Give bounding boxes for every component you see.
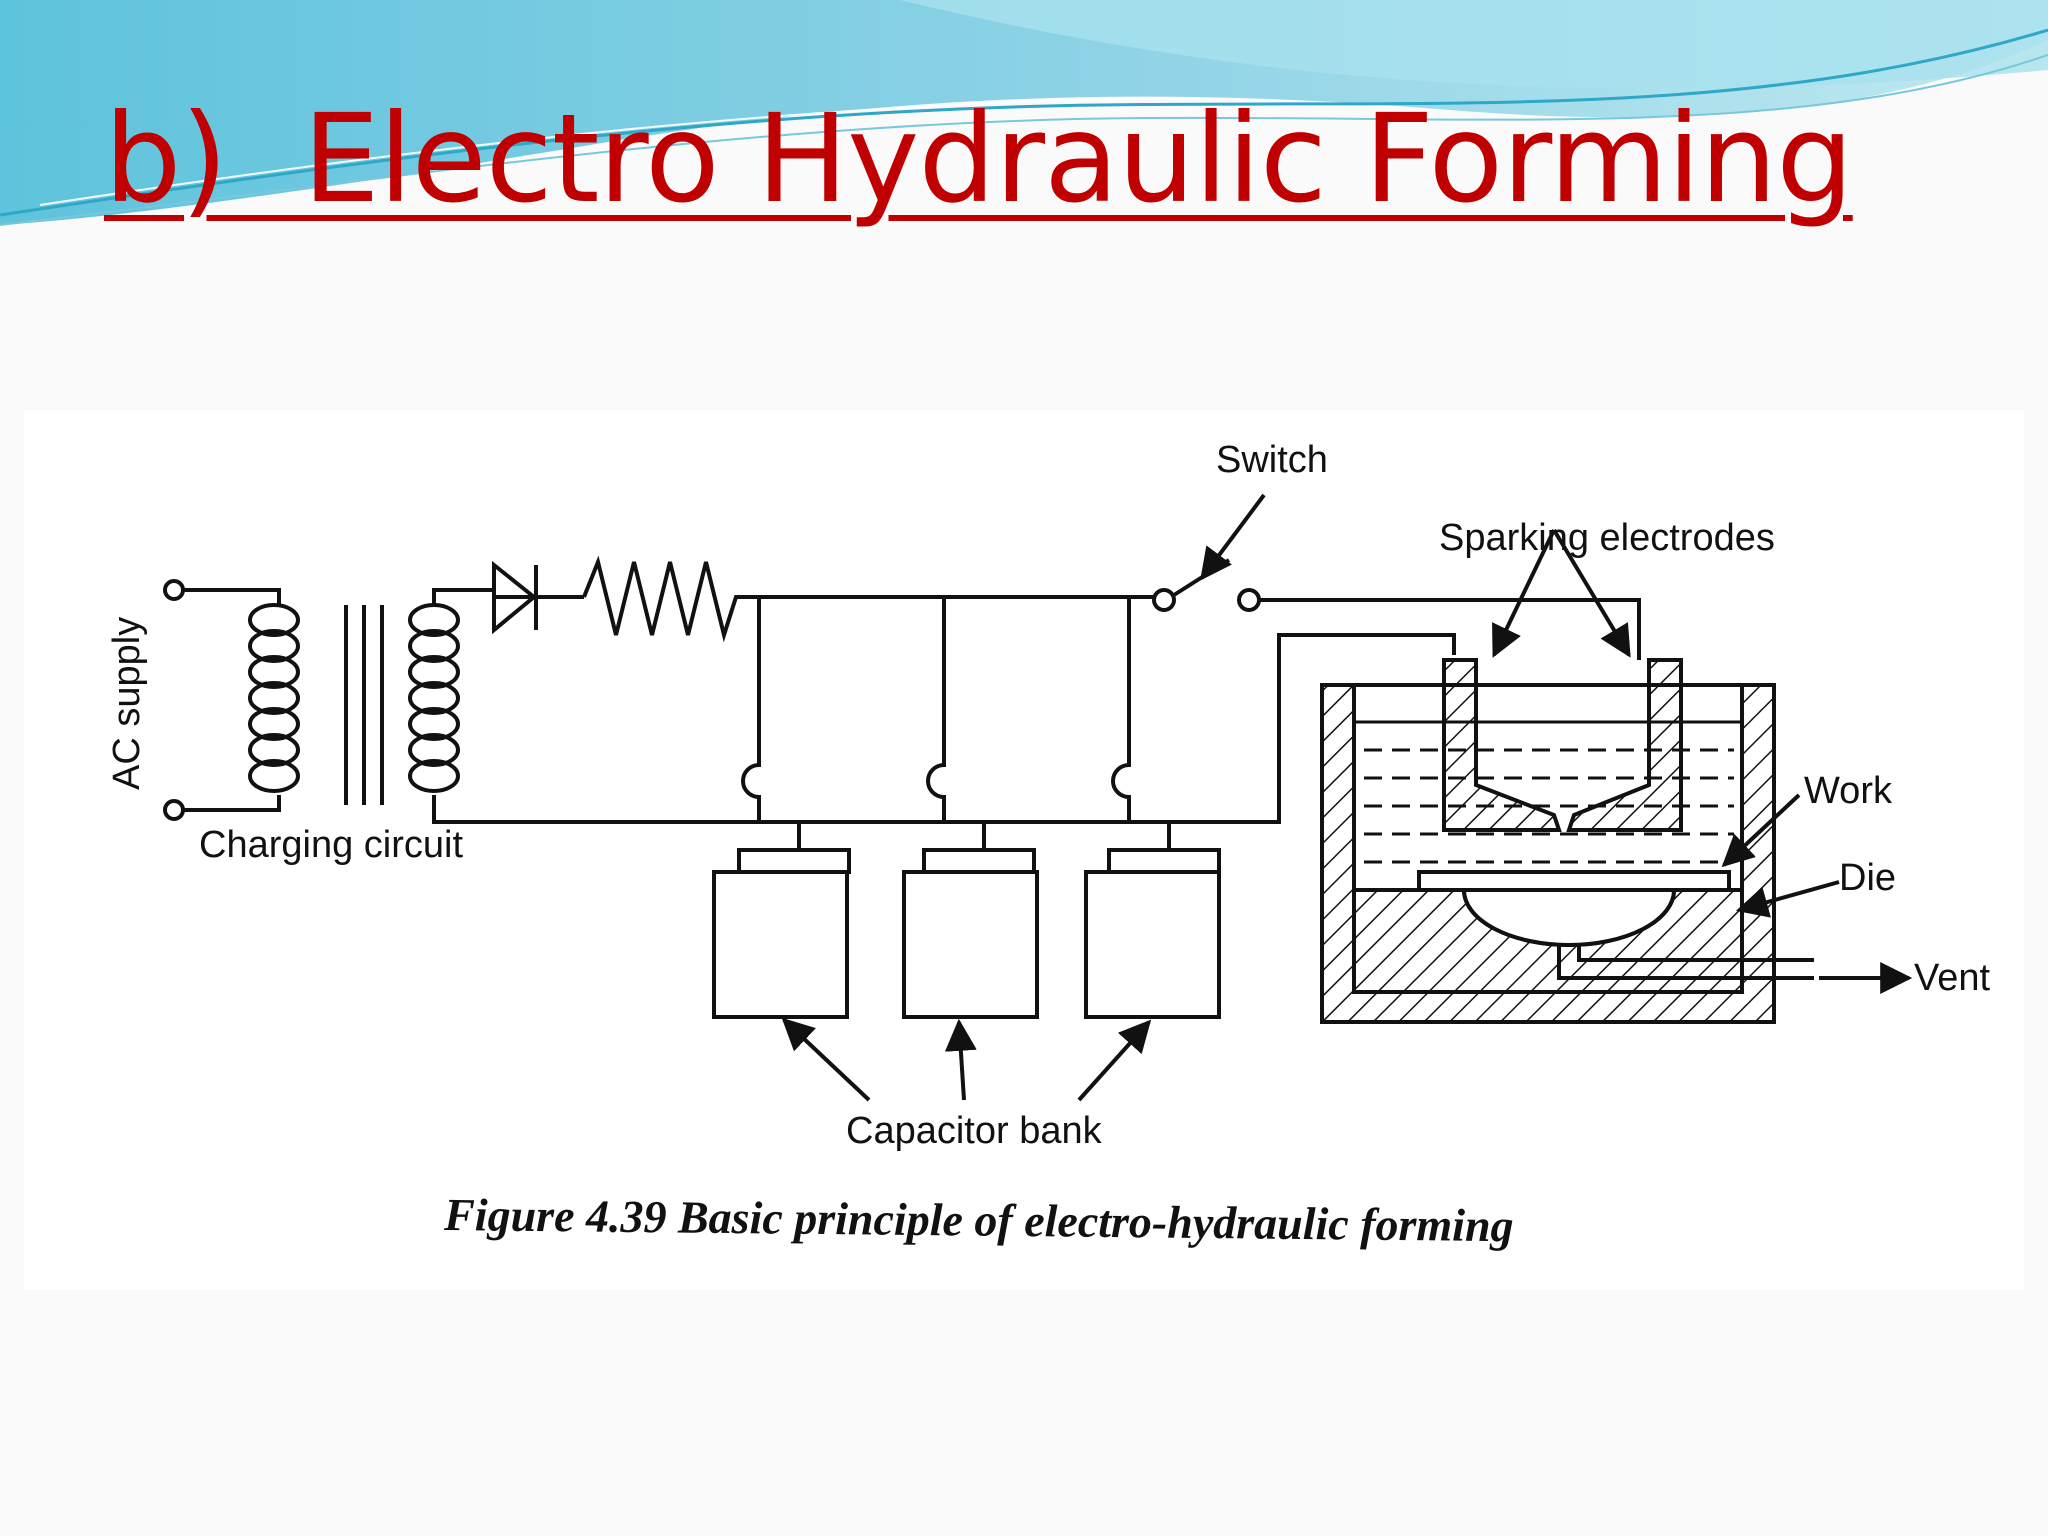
capacitor-2 [902, 848, 1039, 1019]
figure-caption: Figure 4.39 Basic principle of electro-h… [443, 1189, 1514, 1251]
sparking-electrodes-label: Sparking electrodes [1439, 517, 1775, 559]
die-label: Die [1839, 857, 1896, 899]
capacitor-branch-wires [741, 597, 1456, 850]
sparking-electrodes [1442, 528, 1683, 832]
transformer-secondary-coil [408, 588, 759, 824]
figure-panel: AC supply Charging circuit Switch Sparki… [24, 410, 2024, 1290]
forming-tank [1320, 683, 1814, 1024]
capacitor-3 [1084, 848, 1221, 1019]
resistor [582, 555, 1154, 643]
header-wave-banner [0, 0, 2048, 226]
label-pointers [781, 793, 1913, 1102]
transformer-primary-coil [248, 603, 300, 793]
slide-title: b) Electro Hydraulic Forming [104, 88, 1854, 230]
diode [492, 560, 584, 635]
capacitor-bank-label: Capacitor bank [846, 1110, 1103, 1152]
charging-circuit-label: Charging circuit [199, 824, 463, 866]
switch [1152, 493, 1641, 660]
vent-label: Vent [1914, 957, 1991, 999]
switch-label: Switch [1216, 439, 1328, 481]
work-label: Work [1804, 770, 1893, 812]
ac-supply-terminals [163, 579, 281, 821]
electro-hydraulic-forming-diagram: AC supply Charging circuit Switch Sparki… [106, 439, 1991, 1251]
ac-supply-label: AC supply [106, 617, 148, 790]
capacitor-1 [712, 848, 851, 1019]
transformer-core [344, 605, 384, 805]
